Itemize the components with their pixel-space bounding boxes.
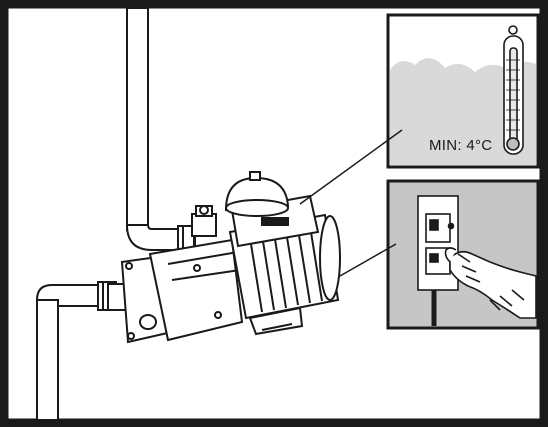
min-temperature-label: MIN: 4°C [429,137,492,154]
thermometer-icon [504,26,523,154]
